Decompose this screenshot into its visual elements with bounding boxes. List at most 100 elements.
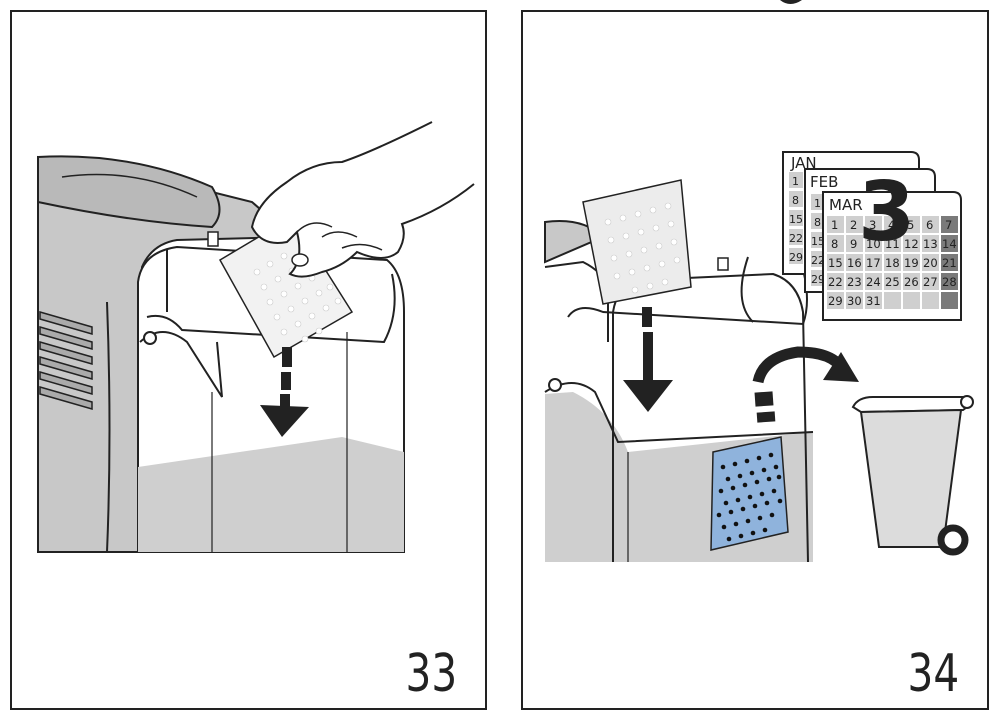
- svg-text:22: 22: [811, 254, 825, 267]
- calendar-day-number: 3: [869, 218, 876, 232]
- svg-text:8: 8: [792, 194, 799, 207]
- calendar-day-number: 24: [866, 275, 881, 289]
- calendar-big-number: 3: [858, 165, 915, 260]
- remove-arrow: [752, 346, 859, 423]
- calendar-day-number: 30: [847, 294, 862, 308]
- calendar-day-cell: [884, 273, 901, 290]
- calendar-month-feb: FEB: [810, 173, 838, 191]
- calendar-day-cell: [903, 273, 920, 290]
- step-number: 33: [405, 644, 457, 704]
- calendar-day-cell: [903, 292, 920, 309]
- calendar-day-cell: [941, 216, 958, 233]
- calendar-day-cell: [865, 273, 882, 290]
- calendar-day-number: 1: [831, 218, 838, 232]
- svg-text:29: 29: [789, 251, 803, 264]
- calendar-day-number: 8: [831, 237, 838, 251]
- step-34-illustration: JAN 1 8 15 22 29 FEB 1 8 15 22 29 MAR 12…: [544, 151, 974, 563]
- used-filter-pad: [710, 436, 789, 551]
- calendar-day-cell: [827, 235, 844, 252]
- calendar-day-number: 17: [866, 256, 881, 270]
- vent-grille: [39, 311, 93, 410]
- calendar-day-cell: [884, 292, 901, 309]
- svg-text:15: 15: [789, 213, 803, 226]
- step-33-panel: 33: [10, 10, 487, 710]
- calendar-day-number: 22: [828, 275, 843, 289]
- calendar-day-cell: [846, 235, 863, 252]
- calendar-day-number: 21: [942, 256, 957, 270]
- calendar-day-cell: [827, 273, 844, 290]
- hand-illustration: [250, 121, 475, 278]
- calendar-day-number: 11: [885, 237, 900, 251]
- calendar-day-number: 9: [850, 237, 857, 251]
- appliance-body: [37, 155, 295, 553]
- calendar-day-cell: [922, 292, 939, 309]
- waste-bin-icon: [851, 395, 974, 556]
- top-edge-fragment: [780, 0, 802, 4]
- calendar-day-cell: [865, 216, 882, 233]
- calendar-day-number: 7: [945, 218, 952, 232]
- calendar-day-cell: [922, 216, 939, 233]
- calendar-day-cell: [941, 254, 958, 271]
- calendar-day-cell: [846, 273, 863, 290]
- calendar-day-number: 4: [888, 218, 895, 232]
- calendar-day-cell: [827, 292, 844, 309]
- calendar-day-number: 15: [828, 256, 843, 270]
- calendar-day-number: 13: [923, 237, 938, 251]
- calendar-day-cell: [903, 235, 920, 252]
- calendar-day-number: 6: [926, 218, 933, 232]
- calendar-day-cell: [827, 254, 844, 271]
- calendar-day-cell: [941, 273, 958, 290]
- calendar-day-number: 12: [904, 237, 919, 251]
- calendar-day-cell: [903, 254, 920, 271]
- calendar-day-cell: [865, 292, 882, 309]
- calendar-day-cell: [865, 254, 882, 271]
- calendar-day-cell: [846, 254, 863, 271]
- insert-arrow: [623, 307, 673, 412]
- svg-text:8: 8: [814, 216, 821, 229]
- calendar-day-number: 5: [907, 218, 914, 232]
- calendar-day-number: 31: [866, 294, 881, 308]
- svg-text:22: 22: [789, 232, 803, 245]
- calendar-day-cell: [922, 254, 939, 271]
- calendar-day-number: 19: [904, 256, 919, 270]
- calendar-day-cell: [903, 216, 920, 233]
- calendar-day-number: 25: [885, 275, 900, 289]
- calendar-day-cell: [827, 216, 844, 233]
- insert-arrow: [260, 347, 309, 437]
- calendar-day-number: 18: [885, 256, 900, 270]
- calendar-day-cell: [941, 292, 958, 309]
- calendar-day-number: 28: [942, 275, 957, 289]
- calendar-day-cell: [884, 254, 901, 271]
- svg-text:1: 1: [814, 197, 821, 210]
- calendar-day-number: 29: [828, 294, 843, 308]
- calendar-day-cell: [846, 216, 863, 233]
- step-number: 34: [907, 644, 959, 704]
- calendar-day-number: 23: [847, 275, 862, 289]
- calendar-month-mar: MAR: [829, 196, 863, 214]
- new-filter-pad: [582, 179, 692, 305]
- feb-first-column: 1 8 15 22 29: [811, 194, 825, 286]
- calendar-day-cell: [884, 235, 901, 252]
- calendar-day-number: 26: [904, 275, 919, 289]
- calendar-day-number: 10: [866, 237, 881, 251]
- calendar-day-cell: [884, 216, 901, 233]
- calendar-day-number: 20: [923, 256, 938, 270]
- calendar-day-cell: [865, 235, 882, 252]
- svg-text:1: 1: [792, 175, 799, 188]
- calendar-day-number: 27: [923, 275, 938, 289]
- calendar-day-cell: [922, 273, 939, 290]
- svg-text:29: 29: [811, 273, 825, 286]
- svg-text:15: 15: [811, 235, 825, 248]
- calendar-month-jan: JAN: [790, 154, 817, 172]
- calendar-day-number: 14: [942, 237, 957, 251]
- water-tank: [137, 231, 405, 553]
- calendar-day-cell: [922, 235, 939, 252]
- calendar-day-cell: [941, 235, 958, 252]
- calendar-day-number: 2: [850, 218, 857, 232]
- calendar-day-cell: [846, 292, 863, 309]
- calendar-day-number: 16: [847, 256, 862, 270]
- jan-first-column: 1 8 15 22 29: [789, 172, 803, 264]
